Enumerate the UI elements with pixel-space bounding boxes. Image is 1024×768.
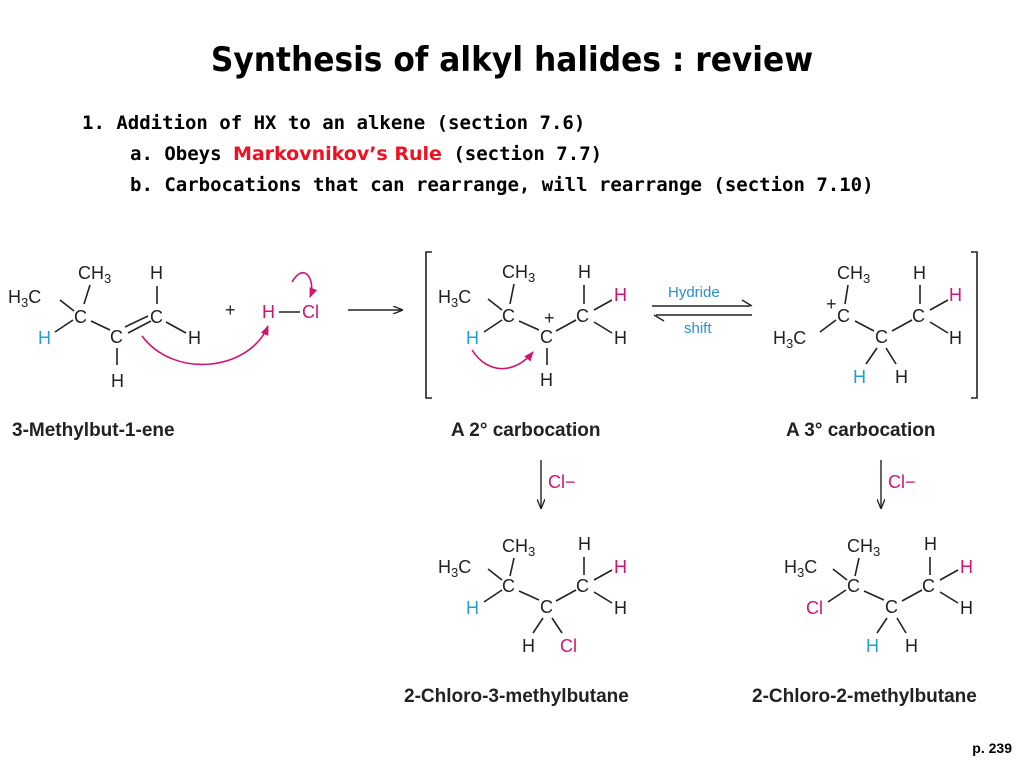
svg-text:C: C: [875, 327, 888, 347]
svg-text:CH3: CH3: [78, 263, 111, 286]
svg-text:C: C: [837, 306, 850, 326]
svg-text:CH3: CH3: [847, 536, 880, 559]
svg-text:H: H: [578, 534, 591, 554]
svg-text:C: C: [847, 576, 860, 596]
svg-text:H3C: H3C: [773, 328, 806, 351]
svg-text:C: C: [150, 307, 163, 327]
slide-title: Synthesis of alkyl halides : review: [210, 40, 814, 80]
label-2-chloro-3-methylbutane: 2-Chloro-3-methylbutane: [404, 686, 629, 707]
svg-text:C: C: [576, 576, 589, 596]
cl-minus-left: Cl−: [548, 472, 576, 492]
svg-text:C: C: [110, 327, 123, 347]
svg-text:Cl: Cl: [560, 636, 577, 656]
svg-text:H: H: [949, 328, 962, 348]
page-number: p. 239: [972, 740, 1012, 756]
molecule-2-chloro-2-methylbutane: CH3 H3C C Cl C H H C H H H: [784, 534, 973, 656]
reagent-cl: Cl: [302, 302, 319, 322]
svg-text:C: C: [885, 597, 898, 617]
svg-text:H: H: [949, 285, 962, 305]
hydride-shift-arrows: Hydride shift: [652, 284, 753, 337]
outline-item-1: 1. Addition of HX to an alkene (section …: [82, 112, 586, 134]
svg-text:H3C: H3C: [8, 287, 41, 310]
svg-text:C: C: [576, 306, 589, 326]
shift-label: shift: [684, 320, 712, 337]
svg-text:C: C: [502, 306, 515, 326]
molecule-secondary-carbocation: CH3 H3C C H + C H C H H H: [438, 262, 627, 390]
svg-text:H: H: [905, 636, 918, 656]
svg-text:H: H: [895, 367, 908, 387]
markovnikov-rule-highlight: Markovnikov’s Rule: [232, 143, 442, 165]
svg-text:C: C: [540, 597, 553, 617]
svg-text:H: H: [853, 367, 866, 387]
svg-text:H: H: [960, 598, 973, 618]
label-2-chloro-2-methylbutane: 2-Chloro-2-methylbutane: [752, 686, 977, 707]
reagent-hcl: + H Cl: [225, 271, 319, 322]
plus-sign: +: [225, 300, 236, 320]
svg-text:C: C: [74, 307, 87, 327]
svg-text:H: H: [38, 328, 51, 348]
svg-text:H3C: H3C: [438, 557, 471, 580]
svg-text:H: H: [578, 262, 591, 282]
label-3-methylbut-1-ene: 3-Methylbut-1-ene: [12, 420, 175, 441]
svg-text:C: C: [502, 576, 515, 596]
item-1a-suffix: (section 7.7): [441, 143, 603, 165]
label-secondary-carbocation: A 2° carbocation: [451, 420, 601, 441]
svg-text:H: H: [614, 598, 627, 618]
svg-text:H: H: [866, 636, 879, 656]
item-1a-prefix: a. Obeys: [130, 143, 233, 165]
svg-text:H: H: [614, 328, 627, 348]
svg-text:H: H: [188, 328, 201, 348]
svg-text:Cl: Cl: [806, 598, 823, 618]
svg-text:CH3: CH3: [502, 536, 535, 559]
svg-text:C: C: [922, 576, 935, 596]
svg-text:H: H: [111, 371, 124, 391]
outline-item-1b: b. Carbocations that can rearrange, will…: [130, 174, 874, 196]
svg-text:H: H: [913, 263, 926, 283]
left-bracket: [425, 251, 432, 399]
svg-text:H: H: [466, 598, 479, 618]
svg-text:H: H: [522, 636, 535, 656]
svg-text:H3C: H3C: [438, 287, 471, 310]
svg-text:H: H: [960, 557, 973, 577]
svg-text:C: C: [912, 306, 925, 326]
svg-text:CH3: CH3: [837, 263, 870, 286]
cl-minus-right: Cl−: [888, 472, 916, 492]
svg-text:H: H: [924, 534, 937, 554]
svg-text:H: H: [150, 263, 163, 283]
svg-text:H: H: [466, 328, 479, 348]
svg-text:H: H: [540, 370, 553, 390]
outline-item-1a: a. Obeys Markovnikov’s Rule (section 7.7…: [130, 143, 602, 165]
right-bracket: [971, 251, 978, 399]
svg-text:+: +: [826, 294, 837, 314]
molecule-2-chloro-3-methylbutane: CH3 H3C C H C H Cl C H H H: [438, 534, 627, 656]
svg-text:H3C: H3C: [784, 557, 817, 580]
molecule-3-methylbut-1-ene: CH3 H3C C H C C H H H: [8, 263, 269, 391]
svg-text:H: H: [614, 557, 627, 577]
hydride-label: Hydride: [668, 284, 720, 301]
svg-text:CH3: CH3: [502, 262, 535, 285]
svg-text:+: +: [544, 308, 555, 328]
label-tertiary-carbocation: A 3° carbocation: [786, 420, 936, 441]
svg-text:C: C: [540, 327, 553, 347]
molecule-tertiary-carbocation: CH3 + C H3C C H H C H H H: [773, 263, 962, 387]
svg-text:H: H: [614, 285, 627, 305]
reagent-h: H: [262, 302, 275, 322]
